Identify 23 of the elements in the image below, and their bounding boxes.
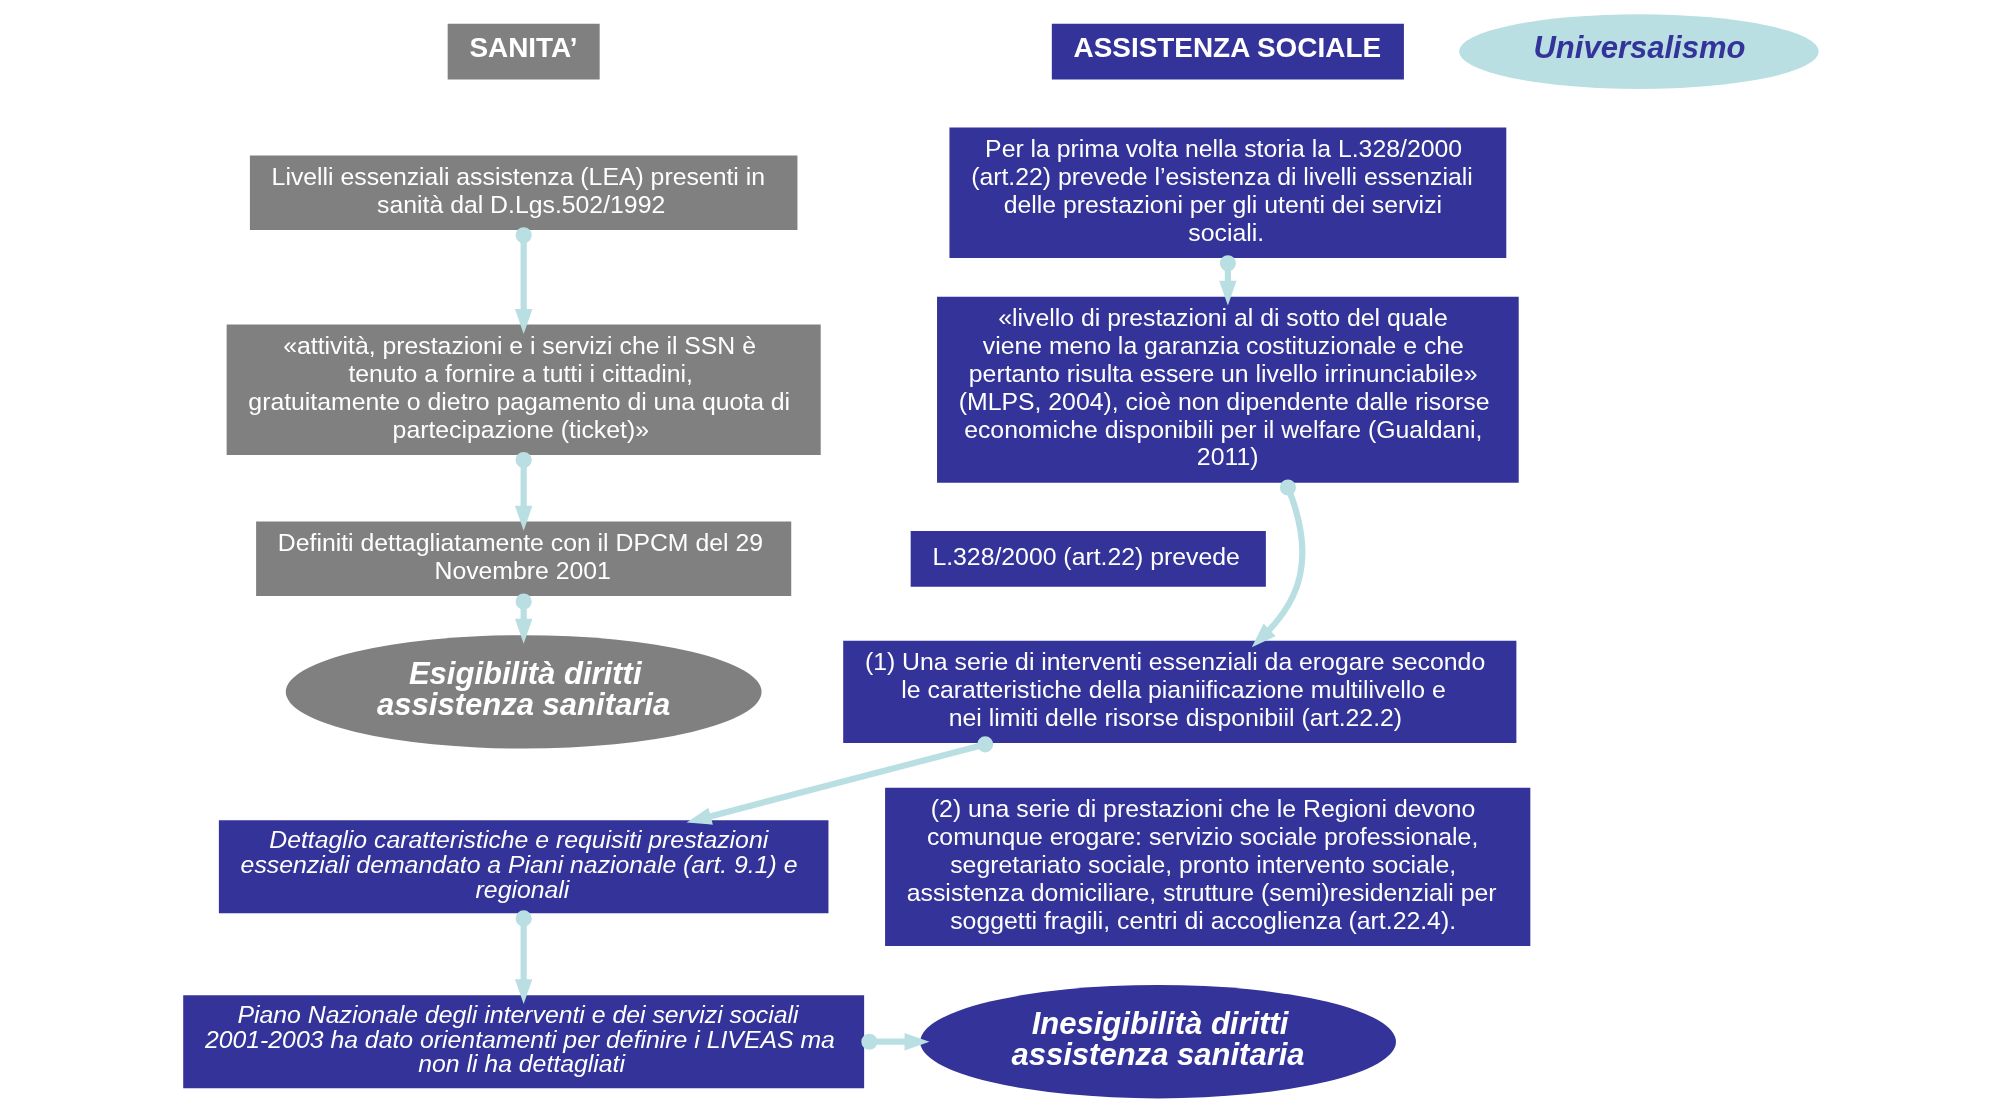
node-ellipse: Inesigibilità diritti assistenza sanitaria [920,985,1396,1099]
node-ellipse: Universalismo [1459,14,1819,89]
arrow [514,227,533,334]
arrow [861,1033,930,1051]
arrow [1251,479,1306,648]
node-box: Definiti dettagliatamente con il DPCM del 29 Novembre 2001 [256,521,792,597]
node-box: L.328/2000 (art.22) prevede [910,530,1266,587]
node-box: (1) Una serie di interventi essenziali da erogare secondo le caratteristiche della pianiificazione multilivello e nei limiti delle risorse disponibiil (art.22.2) [843,640,1517,744]
node-box: ASSISTENZA SOCIALE [1051,23,1404,80]
arrow [514,451,533,531]
node-box: Per la prima volta nella storia la L.328/2000 (art.22) prevede l’esistenza di livelli essenziali delle prestazioni per gli utenti dei servizi sociali. [949,127,1507,258]
node-box: «livello di prestazioni al di sotto del quale viene meno la garanzia costituzionale e che pertanto risulta essere un livello irrinunciabile» (MLPS, 2004), cioè non dipendente dalle risorse economiche disponibili per il welfare (Gualdani, 2011) [937,296,1519,483]
node-box: Piano Nazionale degli interventi e dei servizi sociali 2001-2003 ha dato orientamenti per definire i LIVEAS ma non li ha dettagliati [183,995,865,1089]
node-box: SANITA’ [447,23,600,80]
node-box: Dettaglio caratteristiche e requisiti prestazioni essenziali demandato a Piani nazionale (art. 9.1) e regionali [218,820,829,914]
node-box: (2) una serie di prestazioni che le Regioni devono comunque erogare: servizio sociale professionale, segretariato sociale, pronto intervento sociale, assistenza domiciliare, strutture (semi)residenziali per soggetti fragili, centri di accoglienza (art.22.4). [885,787,1531,946]
node-box: Livelli essenziali assistenza (LEA) presenti in sanità dal D.Lgs.502/1992 [249,155,798,230]
arrow [514,910,533,1005]
arrow [686,736,994,825]
arrow [1219,255,1237,306]
node-ellipse: Esigibilità diritti assistenza sanitaria [285,635,762,749]
node-box: «attività, prestazioni e i servizi che il SSN è tenuto a fornire a tutti i cittadini, gratuitamente o dietro pagamento di una quota di partecipazione (ticket)» [226,324,821,455]
arrow [514,593,533,644]
